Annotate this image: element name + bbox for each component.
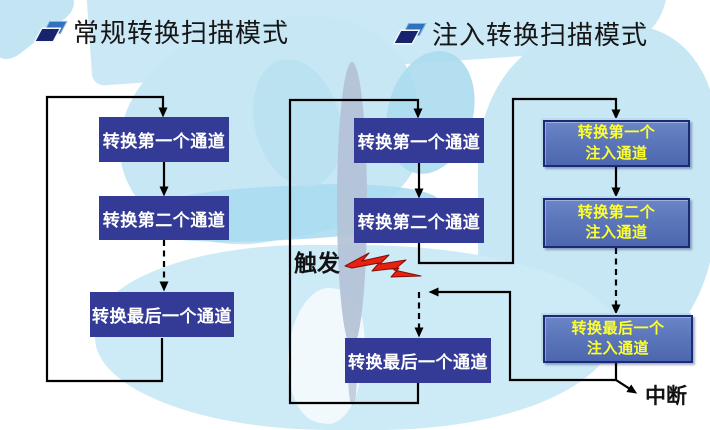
flow-box-injected-first: 转换第一个 注入通道 xyxy=(543,120,690,167)
box-label-line: 注入通道 xyxy=(585,224,648,241)
box-label-line: 转换第一个 xyxy=(577,124,656,142)
connector-interrupt xyxy=(615,379,638,394)
box-label-line: 注入通道 xyxy=(585,144,648,162)
flow-box-mid-last: 转换最后一个通道 xyxy=(345,338,491,383)
flow-box-regular-second: 转换第二个通道 xyxy=(99,196,229,240)
lightning-bolt-icon xyxy=(344,252,422,278)
section-title-injected: 注入转换扫描模式 xyxy=(394,15,649,52)
flow-box-regular-first: 转换第一个通道 xyxy=(99,117,229,162)
box-label-line: 转换最后一个 xyxy=(571,319,665,337)
flow-box-injected-second: 转换第二个 注入通道 xyxy=(543,198,690,248)
section-title-text: 常规转换扫描模式 xyxy=(73,19,290,48)
flow-box-mid-second: 转换第二个通道 xyxy=(354,198,484,243)
section-title-text: 注入转换扫描模式 xyxy=(432,21,649,50)
flow-box-injected-last: 转换最后一个 注入通道 xyxy=(543,315,693,363)
flow-box-mid-first: 转换第一个通道 xyxy=(354,118,484,163)
trigger-label: 触发 xyxy=(294,251,340,276)
section-title-regular: 常规转换扫描模式 xyxy=(35,13,290,50)
box-label-line: 注入通道 xyxy=(586,340,649,357)
interrupt-label: 中断 xyxy=(645,384,687,408)
stacked-layers-icon xyxy=(394,22,427,46)
box-label-line: 转换第二个 xyxy=(577,203,656,221)
stacked-layers-icon xyxy=(35,20,68,44)
flow-box-regular-last: 转换最后一个通道 xyxy=(90,292,234,337)
